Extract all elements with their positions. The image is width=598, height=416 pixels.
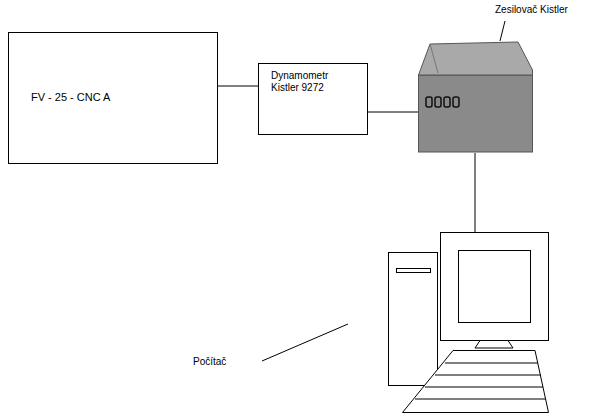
amplifier-outline [418,40,533,153]
machine-box: FV - 25 - CNC A [8,32,218,164]
connector-line [368,112,418,113]
node-label: Zesilovač Kistler [495,4,595,16]
node-label: FV - 25 - CNC A [31,91,201,104]
computer-node: Počítač [385,232,550,414]
node-label: Dynamometr Kistler 9272 [271,70,343,94]
amplifier-box: Zesilovač Kistler [418,40,533,153]
connector-line [475,153,476,232]
connector-line [218,86,258,87]
leader-line [500,21,505,41]
node-label: Počítač [193,356,253,368]
computer-drawing [385,232,550,414]
leader-line [262,324,348,361]
dynamometer-box: Dynamometr Kistler 9272 [258,63,368,135]
